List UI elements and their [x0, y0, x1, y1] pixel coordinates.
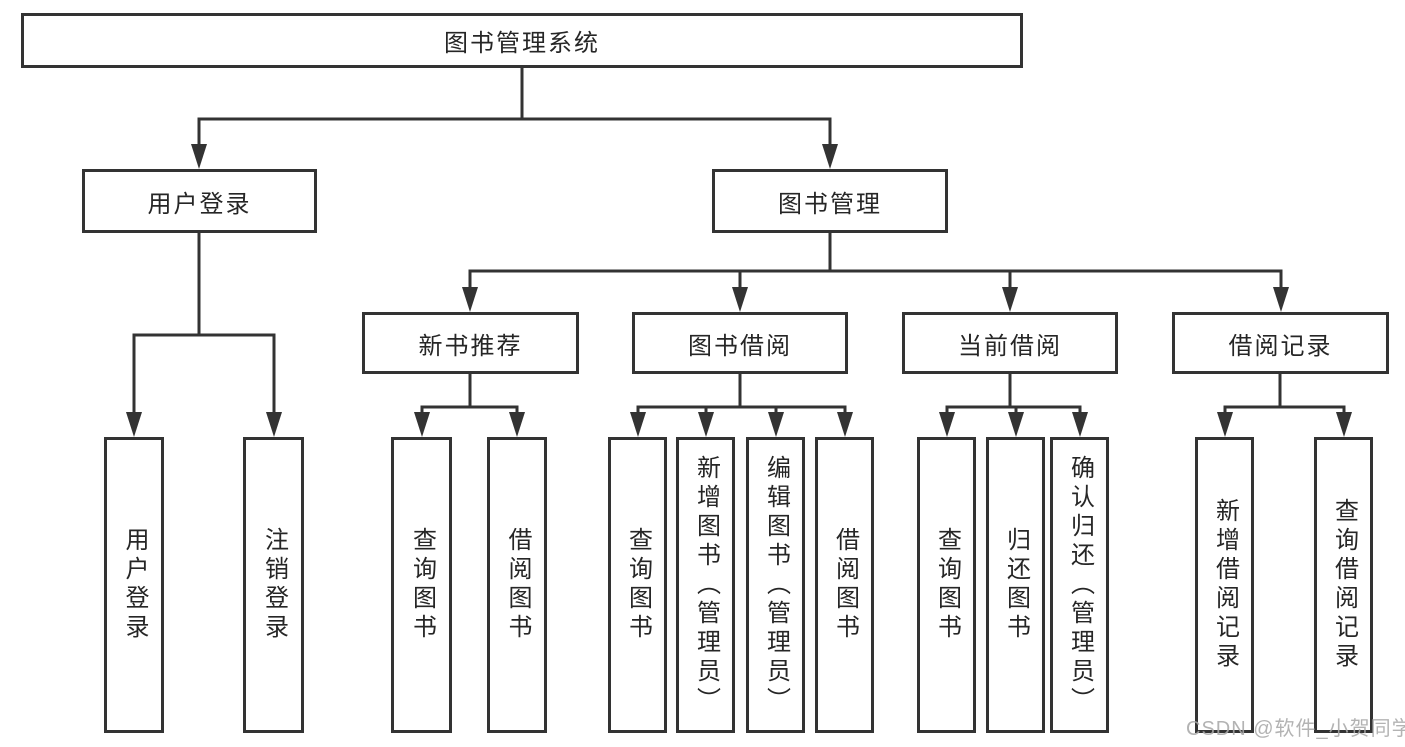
connector-borrow-record-children [1223, 372, 1346, 422]
leaf-query-books-3: 查询图书 [917, 437, 976, 733]
node-borrowing-records: 借阅记录 [1172, 312, 1389, 374]
node-label: 归还图书 [1002, 527, 1030, 643]
node-current-borrowing: 当前借阅 [902, 312, 1118, 374]
node-label: 借阅图书 [831, 527, 859, 643]
leaf-query-books-2: 查询图书 [608, 437, 667, 733]
node-label: 新增借阅记录 [1211, 498, 1239, 672]
node-label: 查询图书 [933, 527, 961, 643]
leaf-confirm-return-admin: 确认归还（管理员） [1050, 437, 1109, 733]
node-label: 查询图书 [408, 527, 436, 643]
leaf-query-books-1: 查询图书 [391, 437, 452, 733]
connector-book-management-children [468, 231, 1283, 295]
leaf-return-books: 归还图书 [986, 437, 1045, 733]
node-label: 图书管理 [778, 190, 882, 218]
leaf-borrow-books-2: 借阅图书 [815, 437, 874, 733]
node-label: 编辑图书（管理员） [762, 454, 790, 716]
node-label: 当前借阅 [958, 332, 1062, 360]
node-book-borrowing: 图书借阅 [632, 312, 848, 374]
leaf-logout: 注销登录 [243, 437, 304, 733]
leaf-add-books-admin: 新增图书（管理员） [676, 437, 735, 733]
csdn-watermark: CSDN @软件_小贺同学 [1186, 718, 1405, 740]
node-label: 借阅图书 [504, 527, 531, 643]
connector-book-borrow-children [636, 372, 847, 422]
node-label: 图书借阅 [688, 332, 792, 360]
node-label: 用户登录 [121, 527, 148, 643]
node-label: 新书推荐 [418, 332, 523, 360]
leaf-user-login: 用户登录 [104, 437, 164, 733]
arrow-down-icons [126, 144, 1352, 437]
connector-root-to-level2 [197, 66, 832, 152]
node-label: 注销登录 [260, 527, 288, 643]
node-new-book-recommendation: 新书推荐 [362, 312, 579, 374]
node-label: 新增图书（管理员） [692, 454, 720, 716]
node-label: 确认归还（管理员） [1066, 454, 1094, 716]
node-label: 用户登录 [147, 190, 252, 218]
node-user-login: 用户登录 [82, 169, 317, 233]
node-library-management-system: 图书管理系统 [21, 13, 1023, 68]
connector-new-book-children [420, 372, 519, 422]
leaf-query-borrow-record: 查询借阅记录 [1314, 437, 1373, 733]
node-label: 借阅记录 [1228, 332, 1333, 360]
leaf-edit-books-admin: 编辑图书（管理员） [746, 437, 805, 733]
node-book-management: 图书管理 [712, 169, 948, 233]
node-label: 查询图书 [624, 527, 652, 643]
connector-user-login-children [132, 231, 276, 422]
leaf-borrow-books-1: 借阅图书 [487, 437, 547, 733]
node-label: 查询借阅记录 [1330, 498, 1358, 672]
leaf-add-borrow-record: 新增借阅记录 [1195, 437, 1254, 733]
node-label: 图书管理系统 [444, 30, 600, 57]
